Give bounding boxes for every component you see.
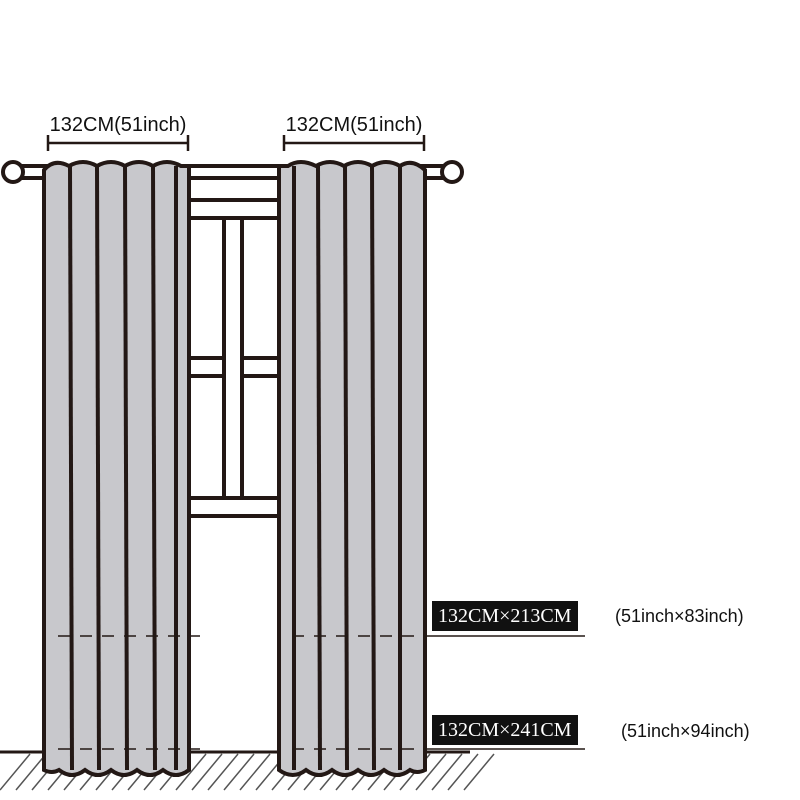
floor-hatch-stroke <box>207 753 239 791</box>
curtain-panel-right <box>277 160 427 777</box>
curtain-right-fabric <box>277 160 427 777</box>
width-label-right: 132CM(51inch) <box>285 114 423 136</box>
curtain-left-fold-3 <box>123 165 129 771</box>
window-frame <box>184 198 284 518</box>
floor-hatch-stroke <box>191 753 223 791</box>
floor-hatch-stroke <box>463 753 495 791</box>
curtain-panel-left <box>42 160 191 777</box>
floor-hatch-stroke <box>175 753 207 791</box>
size-badge-213: 132CM×213CM <box>432 601 578 631</box>
window-mullion <box>222 216 244 500</box>
curtain-left-fold-4 <box>151 165 157 771</box>
floor-hatch-stroke <box>447 753 479 791</box>
window-bottom-rail <box>184 496 284 518</box>
curtain-left-fabric <box>42 160 191 777</box>
floor-hatch-stroke <box>0 753 31 791</box>
floor-hatch-stroke <box>239 753 271 791</box>
size-badge-241: 132CM×241CM <box>432 715 578 745</box>
floor-hatch-stroke <box>415 753 447 791</box>
curtain-right-fold-3 <box>343 165 349 771</box>
width-bracket-left <box>46 135 190 151</box>
rod-finial-right <box>440 160 464 184</box>
window-top-rail <box>184 198 284 220</box>
curtain-left-fold-1 <box>68 165 74 771</box>
floor-hatch-stroke <box>15 753 47 791</box>
curtain-right-fold-4 <box>370 165 376 771</box>
curtain-right-fold-2 <box>316 165 322 771</box>
rod-finial-left <box>1 160 25 184</box>
floor-hatch-stroke <box>223 753 255 791</box>
size-inch-94: (51inch×94inch) <box>621 721 750 741</box>
width-bracket-right <box>282 135 426 151</box>
curtain-left-fold-2 <box>95 165 101 771</box>
size-inch-83: (51inch×83inch) <box>615 606 744 626</box>
floor-hatch-stroke <box>431 753 463 791</box>
width-label-left: 132CM(51inch) <box>49 114 187 136</box>
